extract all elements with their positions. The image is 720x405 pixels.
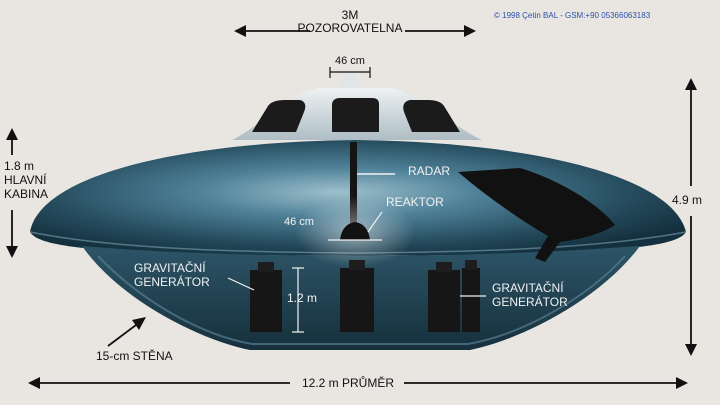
- observatory-name-label: POZOROVATELNA: [297, 21, 403, 35]
- reactor-dim-label: 46 cm: [284, 216, 314, 228]
- radar-mast: [350, 142, 357, 234]
- observatory-dim-label: 3M: [341, 8, 359, 22]
- cabin-label-line1: HLAVNÍ: [4, 173, 47, 187]
- generator-group-right: [428, 260, 480, 332]
- diameter-label: 12.2 m PRŮMĚR: [301, 376, 395, 390]
- reactor-label: REAKTOR: [386, 195, 444, 209]
- generator-right-label-2: GENERÁTOR: [492, 295, 568, 309]
- diameter-arrow: [28, 377, 688, 389]
- dome-antenna: [340, 69, 360, 88]
- dome-window-right: [403, 100, 460, 132]
- cabin-height-label: 1.8 m: [4, 159, 35, 173]
- generator-left-label-1: GRAVITAČNÍ: [134, 261, 206, 275]
- total-height-arrow: [685, 78, 697, 356]
- generator-height-label: 1.2 m: [287, 291, 318, 305]
- generator-group-center: [340, 260, 374, 332]
- lower-hull-wall: [97, 255, 626, 345]
- wall-arrow: [107, 317, 146, 347]
- dome-window-left: [252, 100, 306, 132]
- total-height-label: 4.9 m: [672, 193, 703, 207]
- top-width-dimension: [329, 67, 371, 78]
- generator-left-label-2: GENERÁTOR: [134, 275, 210, 289]
- generator-group-left: [250, 262, 282, 332]
- dome-window-center: [332, 98, 379, 132]
- generator-left-pointer: [227, 277, 255, 291]
- reactor: [340, 222, 370, 240]
- cabin-label-line2: KABINA: [4, 187, 49, 201]
- cabin-height-arrow: [6, 128, 18, 258]
- reactor-pointer: [367, 211, 383, 233]
- wall-label: 15-cm STĚNA: [96, 349, 173, 363]
- observatory-arrow: [234, 25, 476, 37]
- radar-label: RADAR: [408, 164, 451, 178]
- copyright-notice: © 1998 Çetin BAL - GSM:+90 05366063183: [494, 11, 651, 20]
- landing-ramp: [458, 168, 615, 262]
- top-width-label: 46 cm: [335, 55, 365, 67]
- generator-right-label-1: GRAVITAČNÍ: [492, 281, 564, 295]
